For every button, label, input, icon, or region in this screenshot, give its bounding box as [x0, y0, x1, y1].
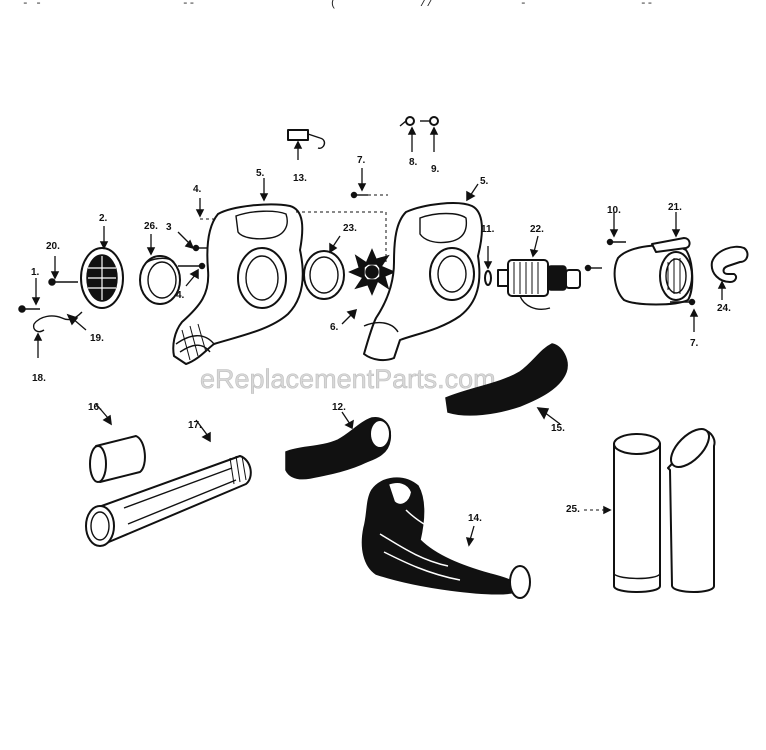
tube-part-17: [85, 419, 252, 547]
bag-part-14: [361, 477, 531, 599]
screw-part-20: [48, 256, 78, 286]
header-fragment: //: [420, 0, 433, 10]
callout-24: 24.: [717, 303, 731, 314]
header-fragment: - -: [22, 0, 42, 10]
nozzle-part-15: [445, 343, 568, 425]
callout-22: 22.: [530, 224, 544, 235]
screw-part-1: [18, 278, 41, 313]
callout-20: 20.: [46, 241, 60, 252]
housing-right-part-5: [363, 183, 483, 362]
callout-10: 10.: [607, 205, 621, 216]
switch-part-13: [287, 129, 326, 160]
callout-6: 6.: [330, 322, 339, 333]
callout-1: 1.: [31, 267, 40, 278]
clip-part-24: [710, 245, 749, 300]
watermark: eReplacementParts.com: [200, 364, 496, 394]
callout-17: 17.: [188, 420, 202, 431]
vent-cover-part-2: [80, 226, 124, 309]
callout-3: 3: [166, 222, 172, 233]
motor-cover-part-21: [613, 212, 694, 306]
connector-part-9: [420, 116, 439, 152]
header-fragment: -: [520, 0, 527, 10]
callout-4-lower: 4.: [176, 290, 185, 301]
fan-part-6: [341, 248, 396, 325]
callout-26: 26.: [144, 221, 158, 232]
screw-part-7-top: [350, 168, 368, 199]
callout-5-right: 5.: [480, 176, 489, 187]
callout-21: 21.: [668, 202, 682, 213]
callout-19: 19.: [90, 333, 104, 344]
washer-part-11: [483, 246, 493, 286]
callout-12: 12.: [332, 402, 346, 413]
motor-part-22: [497, 235, 581, 310]
housing-left-part-5: [172, 178, 304, 365]
callout-18: 18.: [32, 373, 46, 384]
header-fragment: (: [330, 0, 337, 10]
screw-part-10: [606, 212, 626, 246]
callout-7-lower: 7.: [690, 338, 699, 349]
elbow-tube-part-12: [285, 411, 392, 480]
header-fragment: --: [182, 0, 195, 10]
callout-labels: 1. 2. 3 4. 4. 5. 5. 6. 7. 7. 8. 9. 10. 1…: [31, 155, 731, 524]
header-fragment: --: [640, 0, 653, 10]
callout-2: 2.: [99, 213, 108, 224]
callout-15: 15.: [551, 423, 565, 434]
callout-11: 11.: [481, 224, 495, 235]
callout-14: 14.: [468, 513, 482, 524]
callout-9: 9.: [431, 164, 440, 175]
clip-part-18-19: [32, 311, 87, 358]
ring-part-23: [303, 235, 345, 300]
callout-13: 13.: [293, 173, 307, 184]
header-fragments: - - -- ( // - --: [22, 0, 653, 10]
callout-8: 8.: [409, 157, 418, 168]
ring-part-26: [139, 234, 181, 305]
screw-motor: [584, 264, 602, 272]
callout-4-top: 4.: [193, 184, 202, 195]
tubes-part-25: [584, 428, 716, 593]
leader-line-housings: [296, 211, 387, 262]
coupler-part-16: [89, 403, 146, 483]
callout-7-top: 7.: [357, 155, 366, 166]
screw-part-7-lower: [670, 298, 699, 332]
callout-5-left: 5.: [256, 168, 265, 179]
connector-part-8: [399, 116, 417, 152]
callout-25: 25.: [566, 504, 580, 515]
callout-23: 23.: [343, 223, 357, 234]
callout-16: 16.: [88, 402, 102, 413]
